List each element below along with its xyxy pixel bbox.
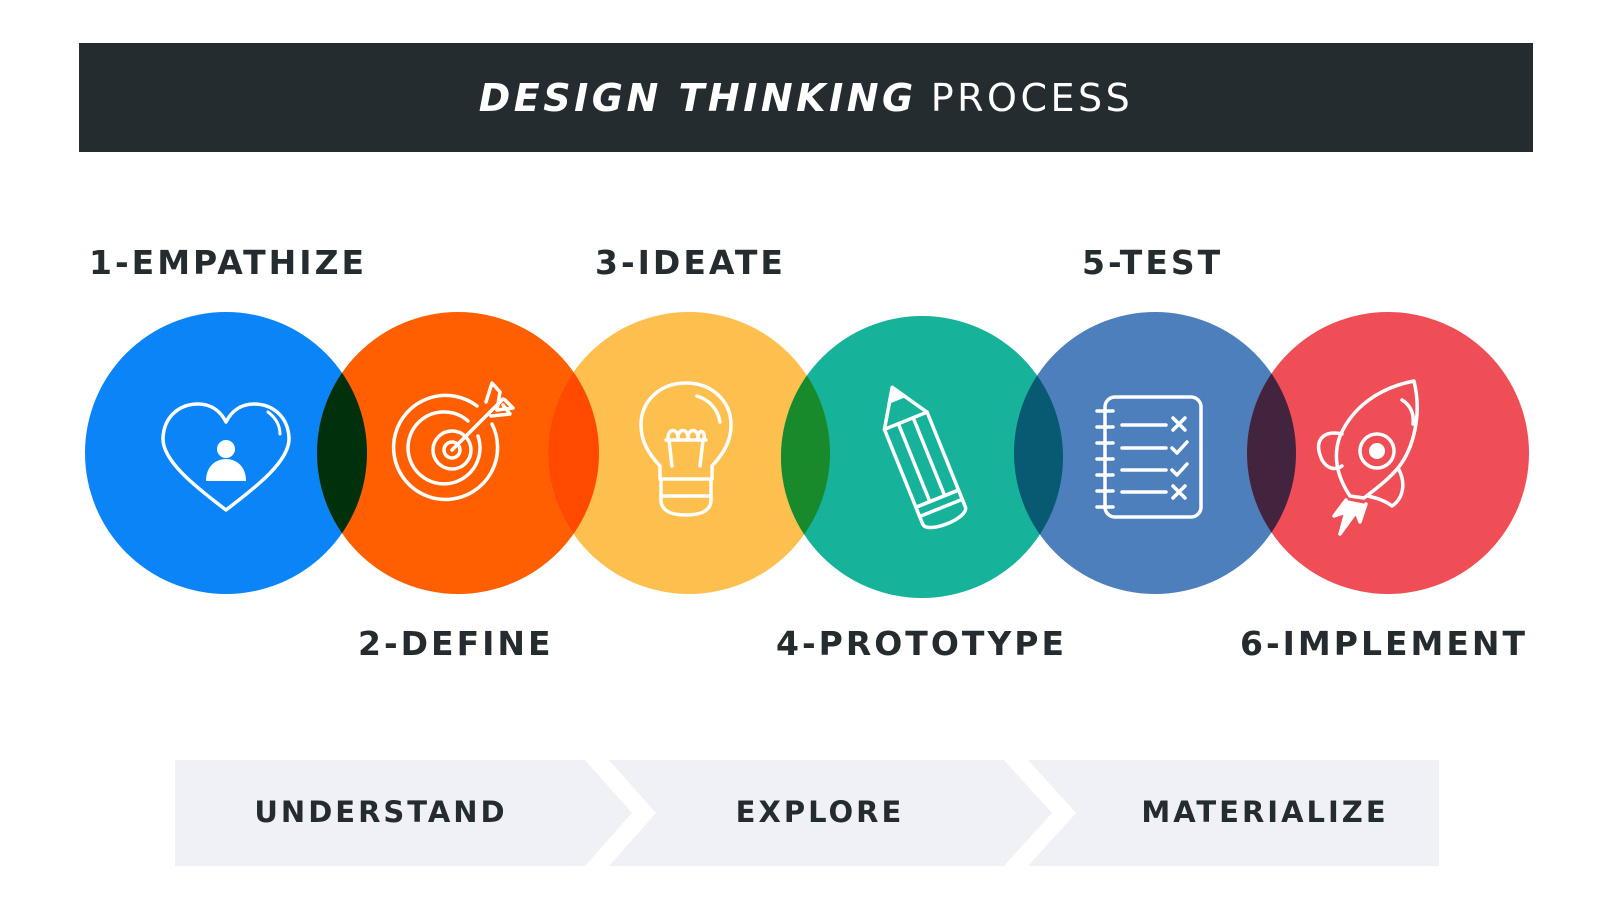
step-label-define: 2-DEFINE — [358, 624, 554, 663]
phase-materialize-chevron — [1028, 760, 1439, 866]
title-bar: DESIGN THINKING PROCESS — [79, 43, 1533, 152]
pencil-icon — [882, 385, 968, 530]
circle-implement — [1247, 312, 1529, 594]
phase-label-explore: EXPLORE — [735, 795, 905, 829]
phase-understand-chevron — [175, 760, 632, 866]
step-label-ideate: 3-IDEATE — [595, 243, 786, 282]
checklist-icon — [1095, 395, 1203, 519]
title-rest: PROCESS — [930, 75, 1134, 120]
phase-label-understand: UNDERSTAND — [254, 795, 508, 829]
circle-ideate — [548, 312, 830, 594]
phase-explore-chevron — [609, 760, 1052, 866]
step-label-test: 5-TEST — [1082, 243, 1224, 282]
circle-test — [1014, 312, 1296, 594]
step-label-implement: 6-IMPLEMENT — [1240, 624, 1529, 663]
rocket-icon — [1316, 379, 1419, 536]
step-label-empathize: 1-EMPATHIZE — [89, 243, 368, 282]
step-label-prototype: 4-PROTOTYPE — [776, 624, 1068, 663]
circle-prototype — [781, 316, 1063, 598]
title-emphasis: DESIGN THINKING — [478, 75, 917, 120]
heart-person-icon — [161, 402, 291, 512]
target-arrow-icon — [391, 381, 515, 502]
page-title: DESIGN THINKING PROCESS — [479, 76, 1134, 120]
phase-label-materialize: MATERIALIZE — [1141, 795, 1389, 829]
lightbulb-icon — [639, 381, 733, 517]
